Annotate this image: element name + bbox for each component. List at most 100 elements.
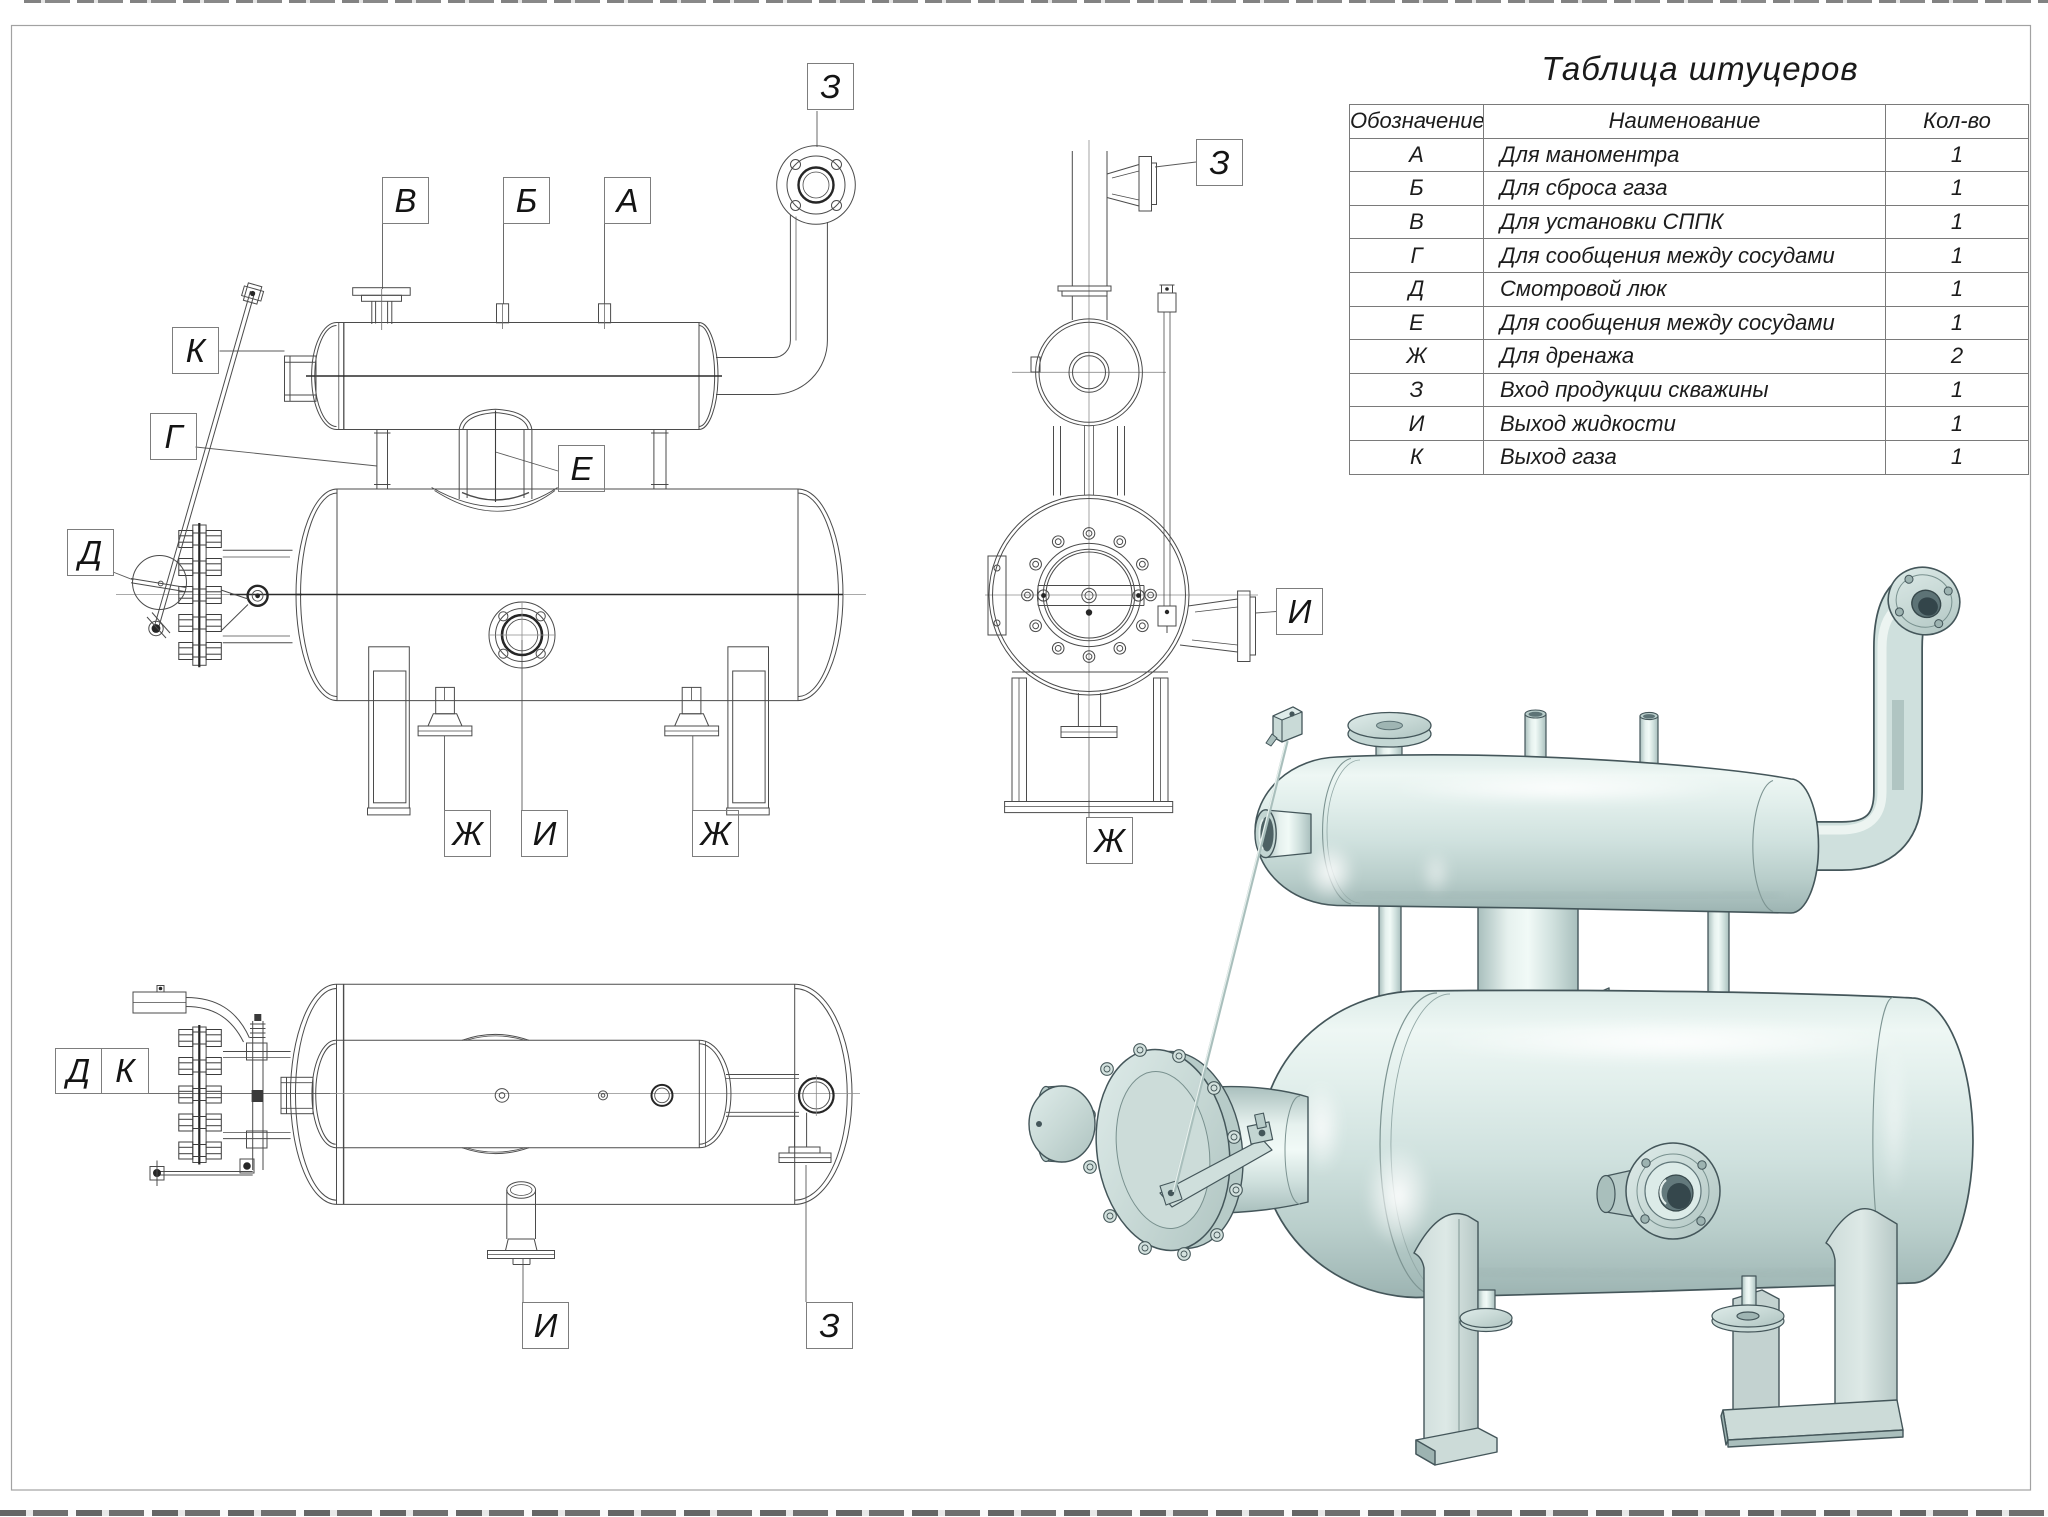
cell-designation: К [1349,439,1484,475]
lower-drum-side [116,488,866,702]
callout-side-i: И [521,810,568,857]
scan-noise-bottom [0,1510,2048,1516]
end-view-centerlines [985,140,1258,800]
callout-top-d: Д [55,1048,102,1094]
table-row: Ж Для дренажа 2 [1349,339,2029,374]
table-row: Г Для сообщения между сосудами 1 [1349,238,2029,273]
cell-designation: В [1349,204,1484,240]
cell-qty: 2 [1885,339,2029,374]
cell-designation: Д [1349,271,1484,307]
callout-top-k: К [102,1048,149,1094]
lower-drum-end [987,494,1190,696]
top-nozzles [494,1083,674,1107]
cell-qty: 1 [1885,305,2029,341]
side-view [112,111,866,816]
cell-name: Для сообщения между сосудами [1483,305,1886,341]
cell-designation: З [1349,372,1484,408]
nozzle-k-side [284,355,317,402]
callout-side-v: В [382,177,429,224]
cell-qty: 1 [1885,204,2029,240]
cell-name: Для дренажа [1483,339,1886,374]
cell-qty: 1 [1885,406,2029,441]
callout-side-z: З [807,63,854,110]
drain-end [1060,693,1118,738]
cell-name: Для сообщения между сосудами [1483,238,1886,273]
cell-name: Для установки СППК [1483,204,1886,240]
upper-drum-end [1030,318,1143,427]
cell-designation: Е [1349,305,1484,341]
cell-qty: 1 [1885,372,2029,408]
sheet-frame [10,24,2032,1491]
cell-name: Для сброса газа [1483,171,1886,206]
drain-nozzles-side [417,686,720,737]
cell-qty: 1 [1885,137,2029,173]
table-row: З Вход продукции скважины 1 [1349,372,2029,408]
connections-end [1053,426,1125,496]
nozzle-table: Обозначение Наименование Кол-во А Для ма… [1349,104,2029,475]
cell-designation: Ж [1349,339,1484,374]
cell-designation: Г [1349,238,1484,273]
render-3d [1028,566,1974,1466]
cell-qty: 1 [1885,271,2029,307]
render-sensor [1172,706,1303,1193]
table-header-row: Обозначение Наименование Кол-во [1349,104,2029,139]
end-view [985,140,1277,817]
cell-designation: Б [1349,171,1484,206]
cell-name: Выход газа [1483,439,1886,475]
callout-side-k: К [172,327,219,374]
nozzle-a-side [598,303,612,329]
callout-side-g: Г [150,413,197,460]
top-view [132,983,860,1302]
cell-qty: 1 [1885,238,2029,273]
z-riser-top [726,1074,835,1163]
table-row: В Для установки СППК 1 [1349,204,2029,240]
lower-drum-top [289,983,860,1205]
callout-side-d: Д [67,529,114,576]
callout-top-dk: Д К [55,1048,149,1094]
cell-designation: И [1349,406,1484,441]
nozzle-b-side [496,303,510,329]
nozzle-i-side [488,601,556,669]
table-row: Б Для сброса газа 1 [1349,171,2029,206]
render-drains [1459,1275,1785,1333]
supports-end [1004,671,1174,814]
nozzle-k-top [280,1076,314,1115]
cell-name: Смотровой люк [1483,271,1886,307]
callout-side-zh2: Ж [692,810,739,857]
table-row: И Выход жидкости 1 [1349,406,2029,441]
callout-side-zh1: Ж [444,810,491,857]
table-row: Е Для сообщения между сосудами 1 [1349,305,2029,341]
scan-noise-top [24,0,2048,3]
col-header-designation: Обозначение [1349,104,1484,139]
e-connection-top [461,1033,530,1155]
manhole-top [132,985,291,1186]
table-row: Д Смотровой люк 1 [1349,271,2029,307]
page-title: Таблица штуцеров [1541,50,1859,87]
col-header-qty: Кол-во [1885,104,2029,139]
supports-side [367,646,770,816]
render-z-pipe [1800,566,1961,871]
callout-side-a: А [604,177,651,224]
table-row: А Для маноментра 1 [1349,137,2029,173]
cell-designation: А [1349,137,1484,173]
e-connection-side [431,408,558,512]
callout-top-i: И [522,1302,569,1349]
cell-name: Вход продукции скважины [1483,372,1886,408]
render-i-nozzle [1596,1142,1721,1240]
callout-side-e: Е [558,445,605,492]
cell-name: Для маноментра [1483,137,1886,173]
z-pipe-side [716,145,856,395]
upper-drum-side [306,322,722,430]
callout-end-z: З [1196,139,1243,186]
nozzle-v-side [352,287,411,330]
callout-side-b: Б [503,177,550,224]
cell-qty: 1 [1885,171,2029,206]
callout-end-zh: Ж [1086,817,1133,864]
manhole-side [130,282,302,668]
upper-drum-top [311,1039,732,1149]
cell-qty: 1 [1885,439,2029,475]
top-view-leaders [148,1092,807,1302]
connecting-tubes-side [374,429,669,489]
